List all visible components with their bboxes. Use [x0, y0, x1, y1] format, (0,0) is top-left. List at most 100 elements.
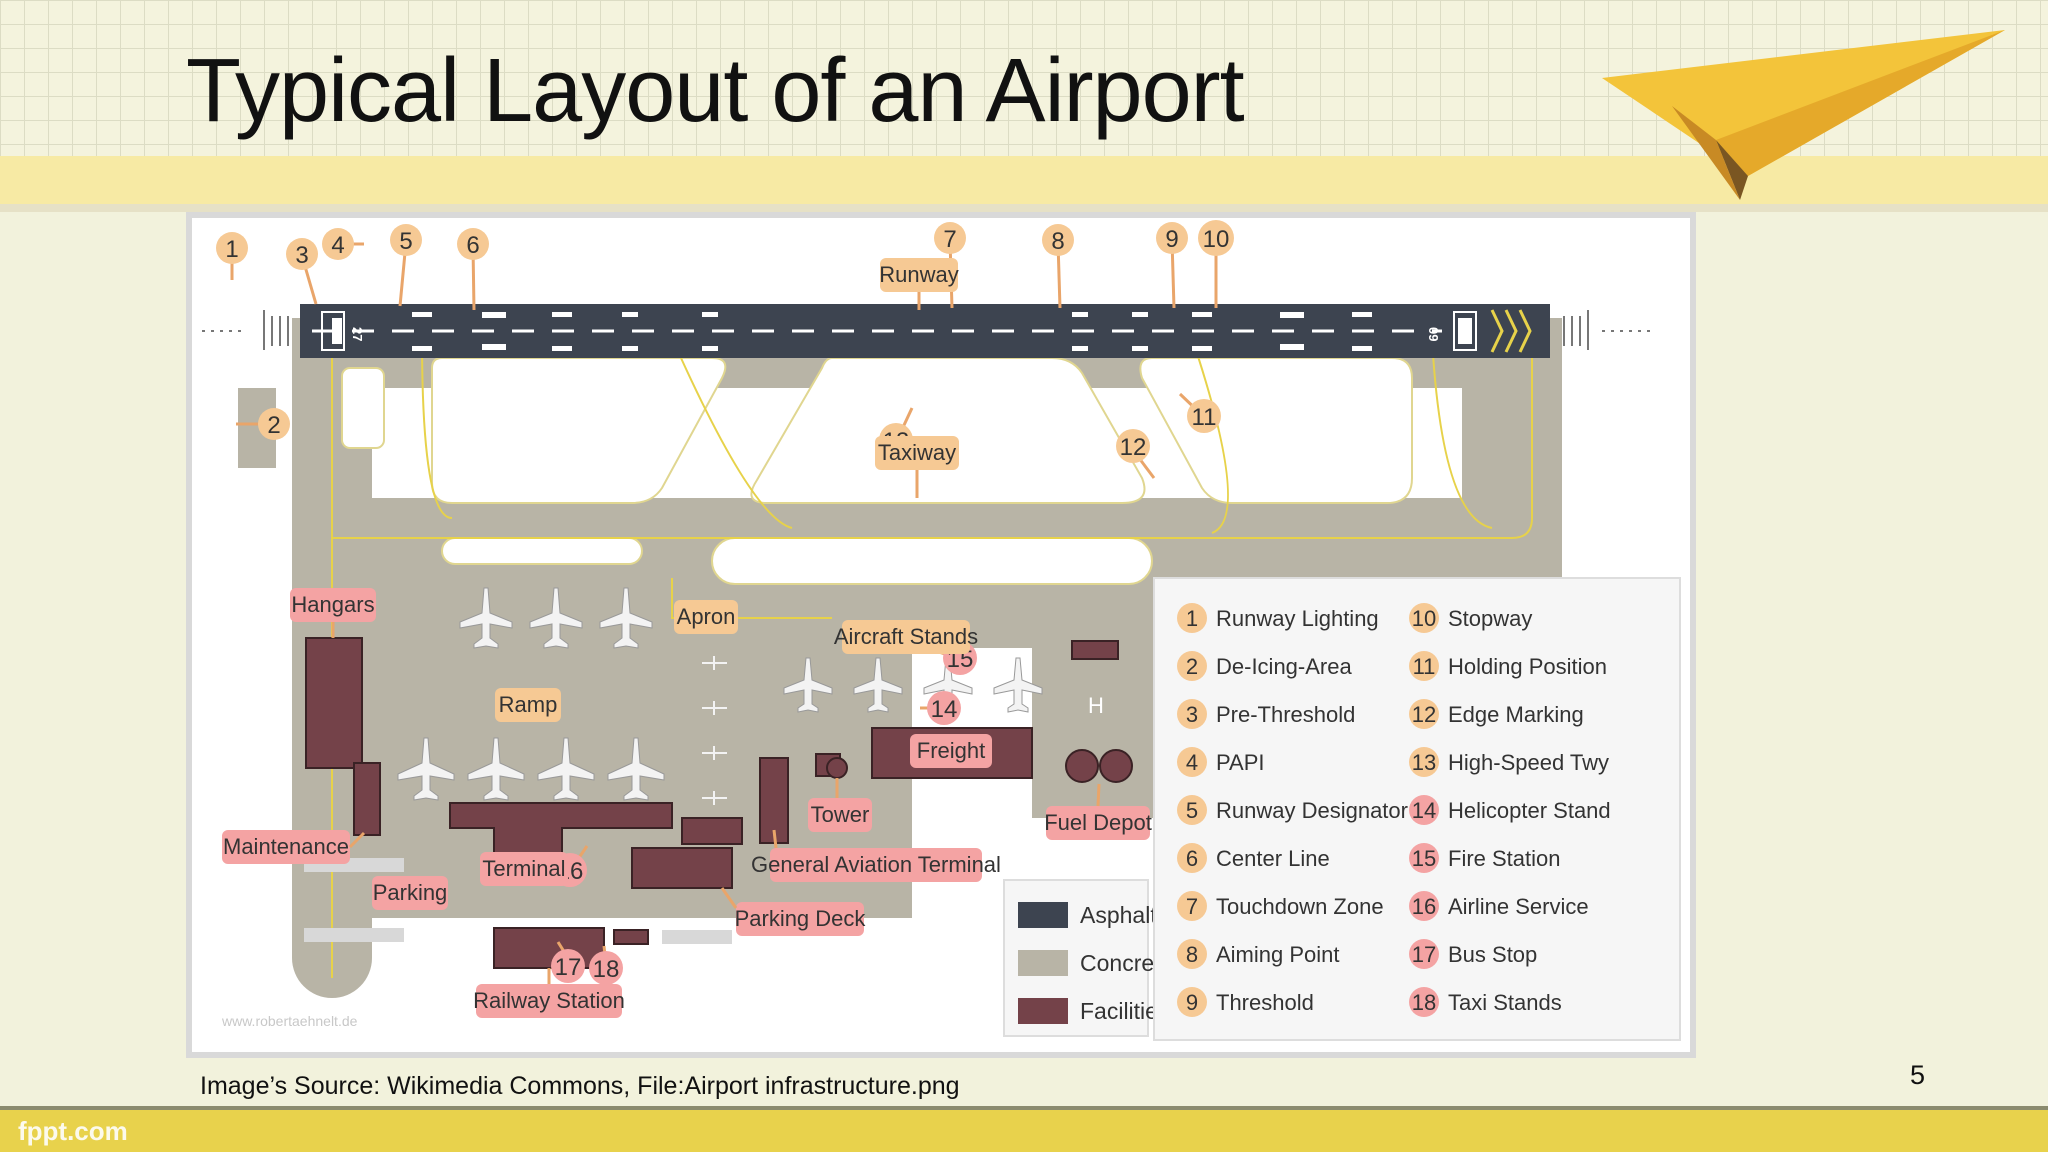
svg-text:Tower: Tower: [811, 802, 870, 827]
svg-text:Hangars: Hangars: [291, 592, 374, 617]
svg-text:9: 9: [1165, 226, 1178, 253]
footer-bar: [0, 1110, 2048, 1152]
svg-text:Ramp: Ramp: [499, 692, 558, 717]
tag-hangars: Hangars: [290, 588, 376, 638]
svg-text:14: 14: [931, 696, 958, 723]
legend-label: High-Speed Twy: [1448, 750, 1609, 775]
airplane-icon: [607, 737, 665, 801]
legend-label: Taxi Stands: [1448, 990, 1562, 1015]
svg-text:General Aviation Terminal: General Aviation Terminal: [751, 852, 1001, 877]
runway: 27 09: [300, 304, 1550, 358]
svg-text:2: 2: [267, 412, 280, 439]
airplane-icon: [599, 587, 653, 649]
svg-text:1: 1: [225, 236, 238, 263]
legend-number-badge: [1409, 891, 1439, 921]
legend-label: Pre-Threshold: [1216, 702, 1355, 727]
legend-label: Stopway: [1448, 606, 1532, 631]
paper-plane-icon: [1602, 30, 2005, 200]
callout-5: 5: [390, 224, 422, 307]
svg-text:Parking: Parking: [373, 880, 448, 905]
taxi-centerlines: [331, 337, 1533, 978]
svg-text:Railway Station: Railway Station: [473, 988, 625, 1013]
legend-number: 2: [1186, 654, 1198, 679]
legend-label: Touchdown Zone: [1216, 894, 1384, 919]
image-source-caption: Image’s Source: Wikimedia Commons, File:…: [200, 1072, 960, 1100]
helipad-letter: H: [1088, 693, 1104, 718]
airplane-icon: [537, 737, 595, 801]
legend-number: 7: [1186, 894, 1198, 919]
footer-divider: [0, 1106, 2048, 1110]
legend-number: 18: [1412, 990, 1436, 1015]
legend-number: 8: [1186, 942, 1198, 967]
svg-text:8: 8: [1051, 228, 1064, 255]
ga-terminal-building: [759, 757, 789, 844]
legend-swatch-concrete: [1018, 950, 1068, 976]
callout-11: 11: [1178, 392, 1221, 433]
legend-number-badge: [1409, 987, 1439, 1017]
legend-number-badge: [1177, 747, 1207, 777]
touchdown-zone-marks: [412, 312, 1372, 351]
legend-number-badge: [1177, 939, 1207, 969]
bus-stop-building: [613, 929, 649, 945]
runway-designator-09: 09: [1426, 327, 1441, 341]
fuel-tank-icon: [1065, 749, 1099, 783]
callout-18: 18: [589, 945, 623, 985]
callout-7: 7: [934, 222, 966, 309]
legend-label: Fire Station: [1448, 846, 1561, 871]
svg-text:17: 17: [555, 954, 582, 981]
tag-fuel-depot: Fuel Depot: [1044, 783, 1152, 840]
infield-center: [750, 357, 1146, 504]
legend-number: 15: [1412, 846, 1436, 871]
legend-label: Bus Stop: [1448, 942, 1537, 967]
svg-text:Freight: Freight: [917, 738, 985, 763]
legend-number-badge: [1177, 603, 1207, 633]
legend-number: 4: [1186, 750, 1198, 775]
slide-title: Typical Layout of an Airport: [186, 41, 1245, 141]
legend-swatch-asphalt: [1018, 902, 1068, 928]
infield-apron-west: [441, 537, 643, 565]
legend-number: 10: [1412, 606, 1436, 631]
infield-east: [1139, 357, 1413, 504]
number-callouts: 1 2 3 4 5 6 7 8 9 10 11 12 13 14 15 16 1…: [216, 220, 1234, 985]
airplane-icon: [459, 587, 513, 649]
tag-runway: Runway: [879, 258, 959, 310]
callout-17: 17: [551, 941, 585, 983]
header-band-shadow: [0, 204, 2048, 212]
legend-number-badge: [1177, 843, 1207, 873]
svg-text:Fuel Depot: Fuel Depot: [1044, 810, 1152, 835]
approach-lights: [202, 310, 1652, 350]
tag-maintenance: Maintenance: [222, 830, 366, 864]
airplane-icon: [993, 657, 1043, 713]
callout-6: 6: [457, 228, 489, 311]
airline-service-building: [681, 817, 743, 845]
svg-text:3: 3: [295, 242, 308, 269]
maintenance-building: [353, 762, 381, 836]
svg-text:Aircraft Stands: Aircraft Stands: [834, 624, 978, 649]
callout-4: 4: [322, 228, 364, 260]
header-band: [0, 156, 2048, 204]
legend-number: 9: [1186, 990, 1198, 1015]
fuel-depot-tanks: [826, 749, 1133, 783]
callout-9: 9: [1156, 222, 1188, 309]
infield-apron-center: [711, 537, 1153, 585]
tag-ga-terminal: General Aviation Terminal: [751, 829, 1001, 882]
page-number: 5: [1910, 1060, 1926, 1090]
tag-railway-station: Railway Station: [473, 968, 625, 1018]
stopway-chevrons: [1490, 309, 1532, 353]
airplane-icon: [853, 657, 903, 713]
watermark: www.robertaehnelt.de: [221, 1013, 358, 1029]
legend-swatch-facilities: [1018, 998, 1068, 1024]
ga-aircraft-row: [702, 656, 727, 805]
legend-number-badge: [1409, 603, 1439, 633]
svg-text:10: 10: [1203, 226, 1230, 253]
airplane-icon: [529, 587, 583, 649]
legend-label: PAPI: [1216, 750, 1265, 775]
infield-grass: [341, 357, 1413, 585]
legend-number: 1: [1186, 606, 1198, 631]
helipad: H: [1074, 683, 1118, 727]
runway-designator-27: 27: [350, 327, 365, 341]
parking-lot: [304, 928, 404, 942]
